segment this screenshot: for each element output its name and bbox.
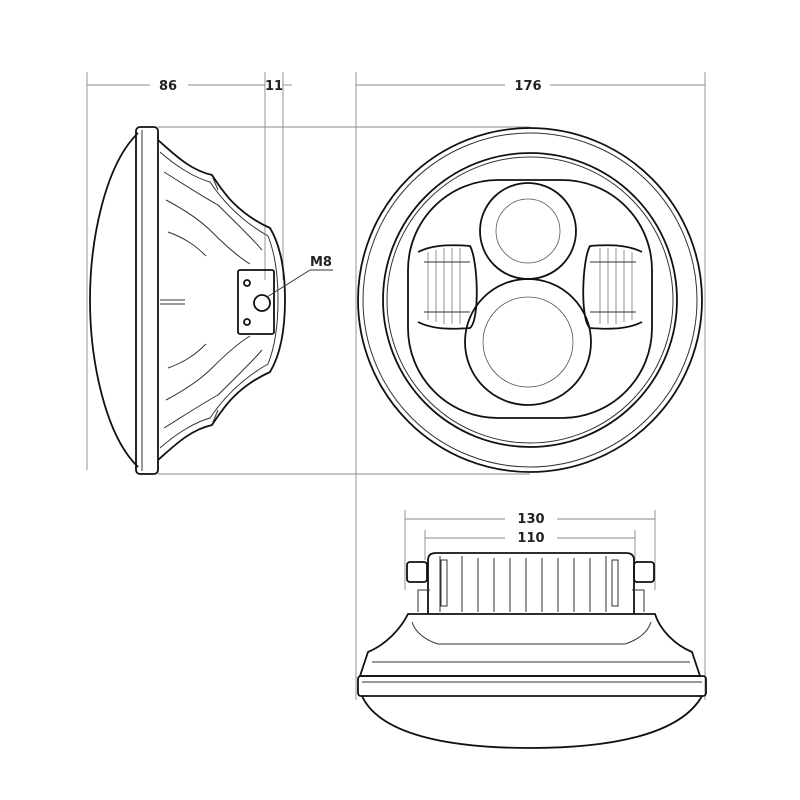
- dimension-110-label: 110: [517, 531, 544, 546]
- dimension-176-label: 176: [514, 79, 541, 94]
- bottom-view: [357, 552, 707, 749]
- m8-thread-hole: [253, 294, 271, 312]
- side-view: [89, 126, 333, 475]
- bottom-view-dimension-lines: [404, 510, 656, 590]
- m8-callout-label: M8: [310, 255, 332, 270]
- front-view: [357, 127, 703, 473]
- dimension-11-label: 11: [265, 79, 283, 94]
- top-dimension-lines: [86, 72, 706, 700]
- dimension-86-label: 86: [159, 79, 177, 94]
- dimension-130-label: 130: [517, 512, 544, 527]
